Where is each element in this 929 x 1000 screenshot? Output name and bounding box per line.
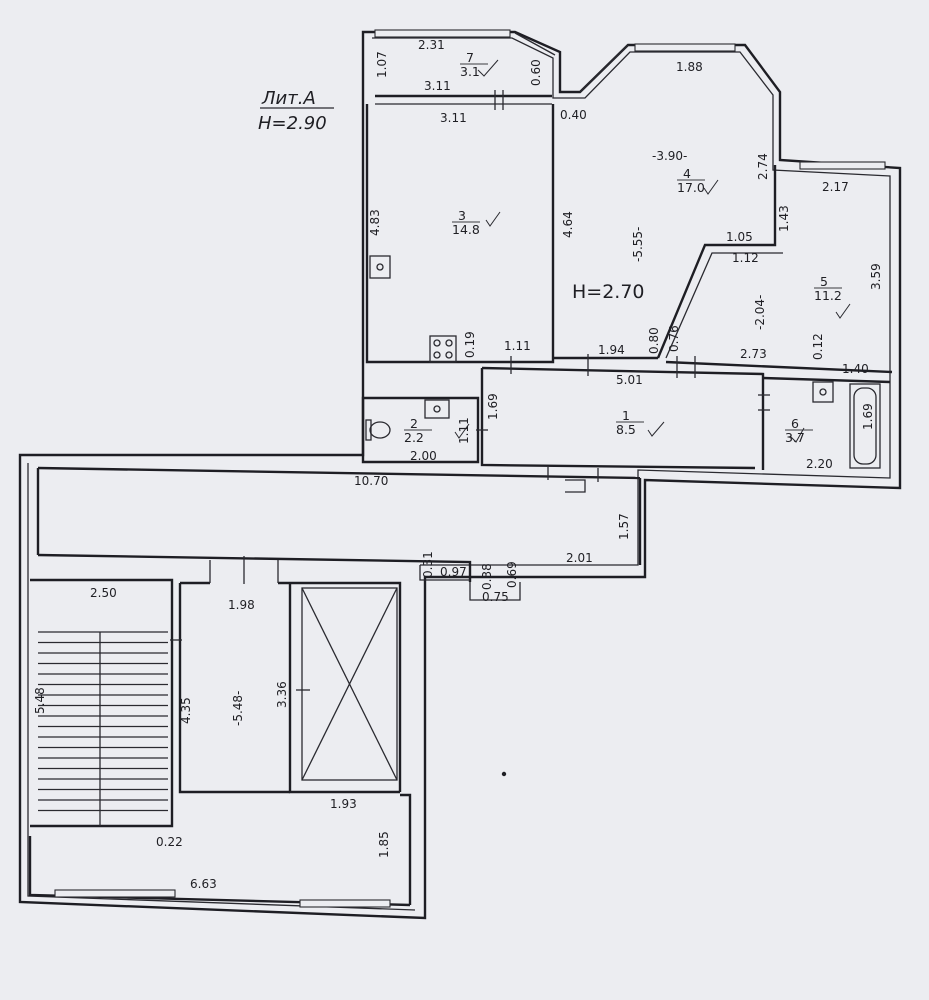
bath-sink-icon (812, 381, 834, 403)
stove-icon (429, 335, 457, 363)
dim-5-01: 5.01 (616, 373, 643, 387)
dim-2-74: 2.74 (756, 153, 770, 180)
room-area: 3.7 (785, 430, 805, 445)
dim-3-36: 3.36 (275, 681, 289, 708)
bathtub-icon (849, 383, 881, 469)
room-number: 5 (820, 274, 828, 289)
dim-1-69a: 1.69 (486, 393, 500, 420)
dim-3-11a: 3.11 (424, 79, 451, 93)
dim-10-70: 10.70 (354, 474, 388, 488)
dim-1-05: 1.05 (726, 230, 753, 244)
lit-label: Лит.А (261, 88, 316, 109)
dim-3-90: -3.90- (652, 149, 687, 163)
toilet-icon (365, 419, 391, 441)
room-label-7: 73.1 (460, 50, 488, 79)
room-label-2: 22.2 (404, 416, 432, 445)
dim-6-63: 6.63 (190, 877, 217, 891)
sink-icon (424, 399, 450, 419)
dim-4-35: 4.35 (179, 697, 193, 724)
dim-0-60: 0.60 (529, 59, 543, 86)
room-number: 3 (458, 208, 466, 223)
dim-0-12: 0.12 (811, 333, 825, 360)
room-area: 11.2 (814, 288, 842, 303)
dim-1-11a: 1.11 (504, 339, 531, 353)
room-area: 3.1 (460, 64, 480, 79)
dim-1-11b: 1.11 (457, 417, 471, 444)
dim-1-93: 1.93 (330, 797, 357, 811)
dim-0-38: 0.38 (480, 563, 494, 590)
room-label-5: 511.2 (814, 274, 842, 303)
dim-2-00: 2.00 (410, 449, 437, 463)
height-flat-label: H=2.70 (572, 281, 645, 303)
dim-4-64: 4.64 (561, 211, 575, 238)
room-label-3: 314.8 (452, 208, 480, 237)
dim-5-48b: -5.48- (231, 691, 245, 726)
dim-5-48a: 5.48 (33, 687, 47, 714)
room-number: 2 (410, 416, 418, 431)
dim-1-43: 1.43 (777, 205, 791, 232)
dimensions: 2.31 1.07 0.60 3.11 3.11 0.40 1.88 -3.90… (33, 38, 883, 891)
dim-1-88: 1.88 (676, 60, 703, 74)
dim-0-22: 0.22 (156, 835, 183, 849)
dim-1-07: 1.07 (375, 51, 389, 78)
dim-0-69: 0.69 (505, 561, 519, 588)
windows (54, 29, 886, 908)
room-area: 8.5 (616, 422, 636, 437)
room-number: 6 (791, 416, 799, 431)
room-number: 7 (466, 50, 474, 65)
dim-2-04: -2.04- (753, 295, 767, 330)
dim-3-59: 3.59 (869, 263, 883, 290)
dim-1-85: 1.85 (377, 831, 391, 858)
kitchen-sink-icon (369, 255, 391, 279)
dim-2-20: 2.20 (806, 457, 833, 471)
dim-1-98: 1.98 (228, 598, 255, 612)
room-label-6: 63.7 (785, 416, 813, 445)
dim-1-69b: 1.69 (861, 403, 875, 430)
room-area: 2.2 (404, 430, 424, 445)
check-marks (454, 59, 851, 443)
dim-1-94: 1.94 (598, 343, 625, 357)
staircase (38, 631, 168, 826)
dim-0-80: 0.80 (647, 327, 661, 354)
room-area: 17.0 (677, 180, 705, 195)
dim-2-73: 2.73 (740, 347, 767, 361)
fixtures (365, 255, 881, 469)
dim-0-19: 0.19 (463, 331, 477, 358)
dim-2-50: 2.50 (90, 586, 117, 600)
dim-0-75: 0.75 (482, 590, 509, 604)
dim-0-31: 0.31 (421, 551, 435, 578)
dim-2-01: 2.01 (566, 551, 593, 565)
dim-0-40: 0.40 (560, 108, 587, 122)
dim-2-31: 2.31 (418, 38, 445, 52)
room-labels: 73.1 314.8 417.0 511.2 22.2 18.5 63.7 (404, 50, 842, 445)
elevator-shaft (301, 587, 398, 781)
dim-0-76: 0.76 (667, 325, 681, 352)
room-label-4: 417.0 (677, 166, 705, 195)
dim-0-97: 0.97 (440, 565, 467, 579)
dim-1-57: 1.57 (617, 513, 631, 540)
doors (170, 90, 770, 691)
dot-mark (501, 771, 507, 777)
room-number: 4 (683, 166, 691, 181)
dim-2-17: 2.17 (822, 180, 849, 194)
room-area: 14.8 (452, 222, 480, 237)
room-number: 1 (622, 408, 630, 423)
dim-5-55: -5.55- (631, 227, 645, 262)
walls (18, 30, 902, 920)
room-label-1: 18.5 (616, 408, 644, 437)
dim-3-11b: 3.11 (440, 111, 467, 125)
height-main-label: H=2.90 (258, 113, 327, 134)
dim-1-40: 1.40 (842, 362, 869, 376)
dim-4-83: 4.83 (368, 209, 382, 236)
dim-1-12: 1.12 (732, 251, 759, 265)
